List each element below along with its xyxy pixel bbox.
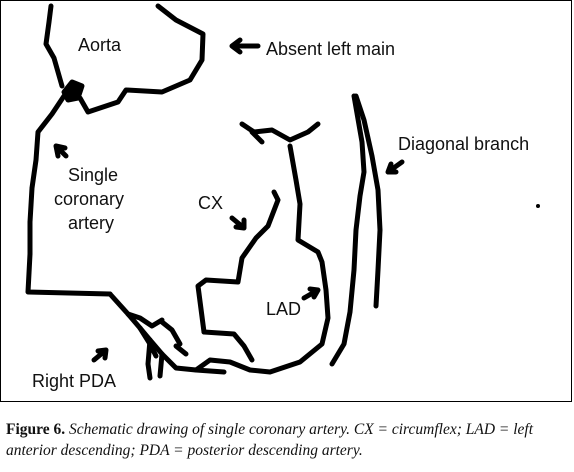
pda-branch-6	[157, 351, 165, 379]
lad-top-branch-2	[249, 129, 265, 145]
diagonal-branch-label: Diagonal branch	[398, 134, 530, 154]
caption-text: Schematic drawing of single coronary art…	[6, 421, 534, 459]
diagonal-branch	[329, 93, 367, 367]
aorta-base	[61, 79, 85, 103]
lad-cx-block	[193, 143, 331, 375]
arrow-right-pda	[91, 347, 109, 363]
aorta-outline	[43, 3, 65, 89]
arrow-lad	[301, 286, 321, 301]
aorta-label: Aorta	[78, 35, 122, 55]
arrow-cx	[229, 215, 247, 231]
single-coronary-label-2: coronary	[54, 189, 125, 209]
pda-branch-3	[159, 319, 183, 347]
absent-left-main-label: Absent left main	[266, 39, 396, 59]
aorta-outline-right	[77, 3, 206, 115]
arrow-diagonal-branch	[385, 159, 405, 175]
coronary-schematic	[25, 3, 540, 381]
pda-branch-5	[145, 337, 153, 381]
diagonal-branch-outer	[353, 93, 383, 309]
figure-frame	[0, 0, 572, 402]
cx-label: CX	[198, 193, 224, 213]
single-coronary-label-1: Single	[68, 165, 119, 185]
arrow-single-coronary	[53, 143, 69, 159]
small-dot	[536, 204, 540, 208]
pda-branch-1	[125, 311, 165, 329]
single-coronary-label-3: artery	[68, 213, 115, 233]
pda-branch-4	[173, 343, 189, 357]
cx-contour	[195, 189, 281, 335]
lad-inner	[201, 329, 255, 363]
figure-number: Figure 6.	[6, 421, 66, 438]
figure-caption: Figure 6. Schematic drawing of single co…	[6, 419, 568, 461]
lad-label: LAD	[266, 299, 302, 319]
arrow-absent-left-main	[229, 37, 261, 55]
single-coronary-contour	[25, 93, 113, 297]
right-pda-label: Right PDA	[32, 371, 117, 391]
